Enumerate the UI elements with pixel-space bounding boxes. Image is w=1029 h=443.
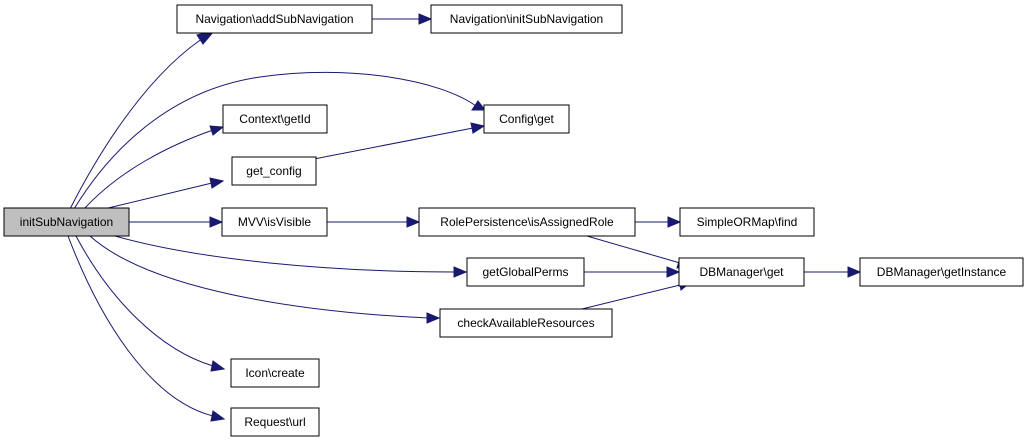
edge-get-config-to-config-get [313, 122, 486, 160]
node-label: Config\get [499, 112, 554, 126]
node-icon-create[interactable]: Icon\create [230, 358, 320, 388]
edge-addsubnavigation-to-initsubnavigation [372, 13, 433, 25]
node-box [221, 207, 328, 237]
node-check-available-resources[interactable]: checkAvailableResources [439, 308, 613, 338]
edge-getglobalperms-to-dbmanager-get [584, 266, 681, 278]
node-get-config[interactable]: get_config [231, 156, 317, 186]
node-box [176, 4, 373, 34]
node-label: Navigation\addSubNavigation [195, 12, 353, 26]
node-box [230, 358, 320, 388]
node-request-url[interactable]: Request\url [230, 407, 320, 437]
node-box [678, 257, 805, 287]
node-label: getGlobalPerms [482, 265, 568, 279]
node-init-sub-navigation[interactable]: initSubNavigation [3, 207, 130, 237]
node-box [418, 207, 636, 237]
node-label: SimpleORMap\find [697, 215, 798, 229]
node-get-global-perms[interactable]: getGlobalPerms [466, 257, 585, 287]
edge-mvv-isvisible-to-rolepersistence [327, 216, 421, 228]
node-box [231, 156, 317, 186]
edge-initsubnavigation-to-mvv-isvisible [129, 216, 224, 228]
node-simple-ormap-find[interactable]: SimpleORMap\find [679, 207, 815, 237]
node-label: get_config [246, 164, 301, 178]
node-navigation-init-sub-navigation[interactable]: Navigation\initSubNavigation [430, 4, 623, 34]
node-box [430, 4, 623, 34]
node-label: checkAvailableResources [457, 316, 594, 330]
node-label: Icon\create [245, 366, 305, 380]
node-box [679, 207, 815, 237]
node-context-get-id[interactable]: Context\getId [222, 104, 328, 134]
node-box [483, 104, 570, 134]
edge-initsubnavigation-to-checkavailableresources [89, 235, 441, 324]
node-box [222, 104, 328, 134]
node-mvv-is-visible[interactable]: MVV\isVisible [221, 207, 328, 237]
edge-initsubnavigation-to-context-getid [83, 125, 225, 210]
edge-initsubnavigation-to-config-get [73, 71, 487, 210]
edge-initsubnavigation-to-getglobalperms [114, 235, 468, 278]
node-label: DBManager\getInstance [877, 265, 1007, 279]
edge-rolepersistence-to-dbmanager-get [579, 233, 692, 269]
node-navigation-add-sub-navigation[interactable]: Navigation\addSubNavigation [176, 4, 373, 34]
edge-checkavailableresources-to-dbmanager-get [581, 279, 693, 310]
edge-initsubnavigation-to-get-config [103, 177, 225, 210]
node-label: Context\getId [239, 112, 310, 126]
node-label: RolePersistence\isAssignedRole [440, 215, 614, 229]
node-role-persistence-is-assigned-role[interactable]: RolePersistence\isAssignedRole [418, 207, 636, 237]
edge-initsubnavigation-to-icon-create [75, 235, 226, 372]
edge-rolepersistence-to-simpleormap-find [635, 216, 682, 228]
node-db-manager-get-instance[interactable]: DBManager\getInstance [859, 257, 1024, 287]
node-label: Navigation\initSubNavigation [450, 12, 603, 26]
edge-dbmanager-get-to-getinstance [804, 266, 862, 278]
node-label: Request\url [244, 415, 305, 429]
node-box [439, 308, 613, 338]
node-box [230, 407, 320, 437]
node-label: initSubNavigation [20, 215, 113, 229]
edge-initsubnavigation-to-request-url [67, 235, 226, 422]
node-config-get[interactable]: Config\get [483, 104, 570, 134]
node-box [466, 257, 585, 287]
node-box [859, 257, 1024, 287]
node-box [3, 207, 130, 237]
node-label: DBManager\get [699, 265, 784, 279]
node-db-manager-get[interactable]: DBManager\get [678, 257, 805, 287]
node-label: MVV\isVisible [238, 215, 311, 229]
